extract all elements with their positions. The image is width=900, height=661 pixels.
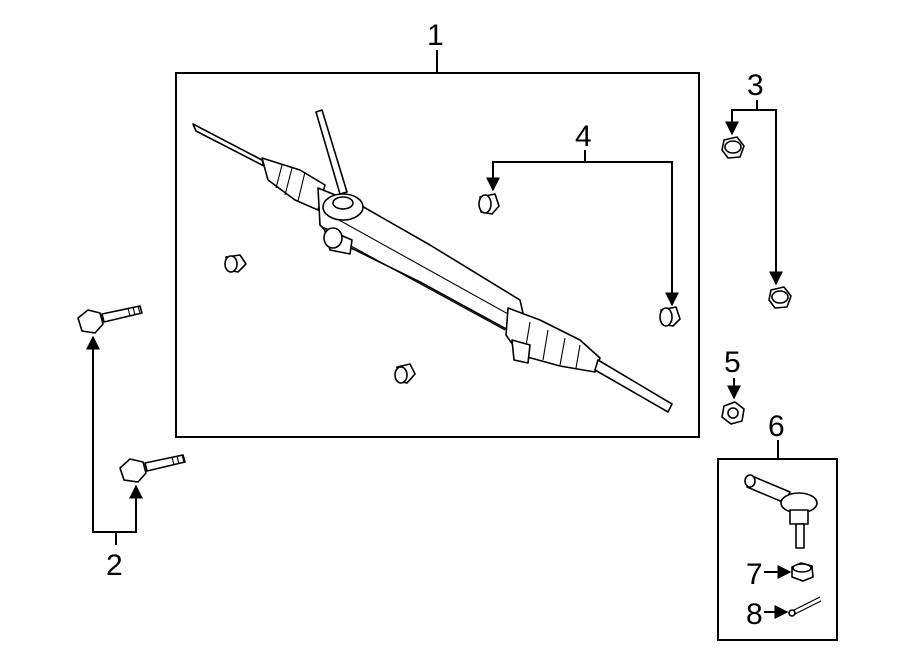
callout-3[interactable]: 3 [747, 69, 764, 102]
bolt-lower[interactable] [119, 454, 186, 483]
callout-2-leader-a [86, 335, 116, 533]
callout-7[interactable]: 7 [746, 558, 763, 591]
callout-3-leader-a [725, 109, 757, 136]
bushing-bottom[interactable] [394, 363, 416, 384]
callout-1[interactable]: 1 [427, 19, 444, 52]
boot-bushing-upper[interactable] [478, 193, 500, 215]
bolt-upper[interactable] [77, 305, 143, 334]
callout-4-leader-a [486, 161, 585, 192]
callout-5[interactable]: 5 [724, 346, 741, 379]
nut-7[interactable] [791, 562, 814, 582]
tie-rod-end[interactable] [744, 474, 818, 549]
nut-5[interactable] [721, 401, 745, 425]
bushing-3-upper[interactable] [721, 136, 745, 159]
callout-3-leader-b [757, 109, 783, 286]
callout-4[interactable]: 4 [575, 120, 592, 153]
callout-8[interactable]: 8 [746, 598, 763, 631]
callout-2-leader-b [116, 484, 143, 533]
cotter-pin[interactable] [788, 596, 822, 617]
boot-bushing-lower[interactable] [659, 306, 681, 327]
callout-2[interactable]: 2 [106, 549, 123, 582]
bushing-3-lower[interactable] [768, 286, 792, 309]
steering-rack[interactable] [192, 109, 673, 413]
callout-4-leader-b [585, 161, 679, 307]
bushing-left[interactable] [224, 254, 247, 273]
callout-6[interactable]: 6 [768, 410, 785, 443]
